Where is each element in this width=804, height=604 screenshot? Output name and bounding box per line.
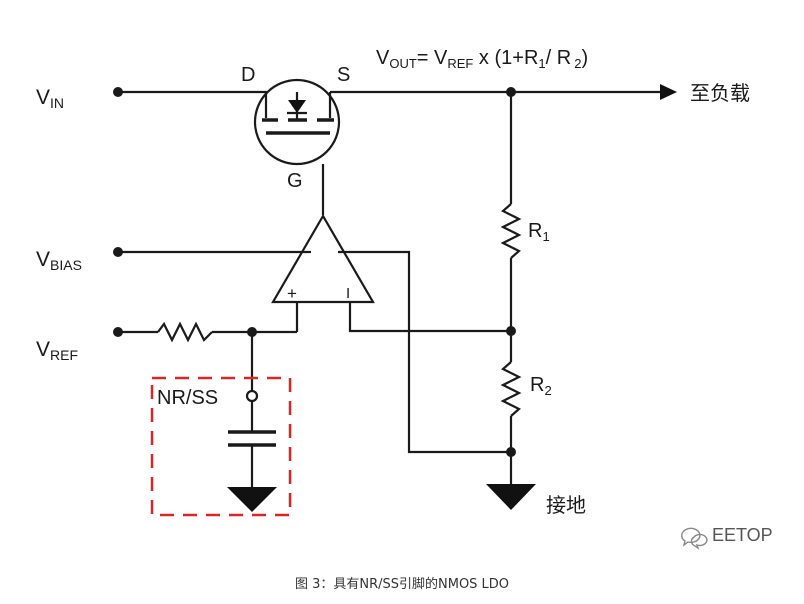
resistor-r2	[500, 361, 522, 417]
vbias-label: VBIAS	[36, 248, 82, 273]
r1-label: R1	[528, 220, 550, 244]
nr-ss-ground-icon	[227, 487, 277, 512]
vin-label: VIN	[36, 86, 64, 111]
vref-label: VREF	[36, 338, 78, 363]
drain-label: D	[241, 64, 255, 86]
resistor-r1	[500, 203, 522, 259]
to-load-label: 至负载	[690, 81, 750, 105]
source-label: S	[337, 64, 350, 86]
watermark: EETOP	[681, 525, 773, 550]
wechat-icon	[681, 527, 701, 547]
ground-label: 接地	[546, 493, 586, 517]
ground-icon	[486, 484, 536, 510]
ground-node	[506, 447, 516, 457]
bias-ground-wire	[338, 250, 511, 454]
nr-ss-label: NR/SS	[157, 387, 218, 409]
opamp-minus-label: I	[346, 285, 350, 302]
body-diode-icon	[288, 100, 306, 113]
opamp-plus-label: +	[287, 284, 297, 303]
error-amplifier: + I	[271, 213, 375, 304]
feedback-wire	[348, 302, 511, 333]
gate-label: G	[287, 170, 303, 192]
vref-resistor	[157, 321, 213, 343]
output-arrow-icon	[660, 84, 677, 100]
figure-caption: 图 3：具有NR/SS引脚的NMOS LDO	[295, 576, 509, 592]
nr-ss-pin	[245, 389, 259, 403]
r2-label: R2	[530, 374, 552, 398]
nmos-pass-transistor: D S G	[241, 64, 350, 192]
watermark-text: EETOP	[712, 525, 773, 545]
nr-ss-highlight-box	[150, 376, 292, 517]
